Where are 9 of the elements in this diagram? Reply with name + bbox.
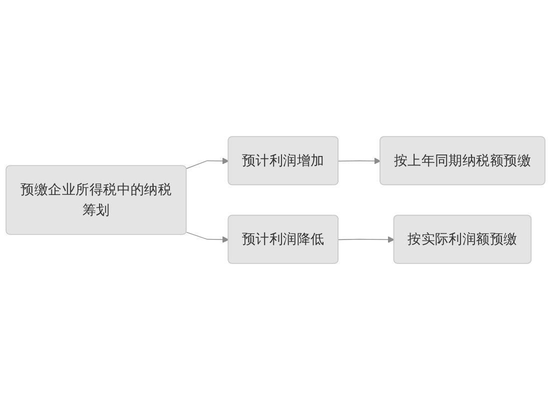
process-box: 按上年同期纳税额预缴 (380, 136, 546, 186)
process-box: 预计利润降低 (228, 214, 338, 264)
arrow (186, 158, 229, 169)
process-box: 按实际利润额预缴 (393, 214, 532, 264)
arrow (186, 232, 229, 243)
process-box: 预计利润增加 (228, 136, 338, 186)
arrow (338, 158, 381, 164)
arrow (338, 236, 394, 243)
process-box: 预缴企业所得税中的纳税筹划 (6, 165, 187, 235)
